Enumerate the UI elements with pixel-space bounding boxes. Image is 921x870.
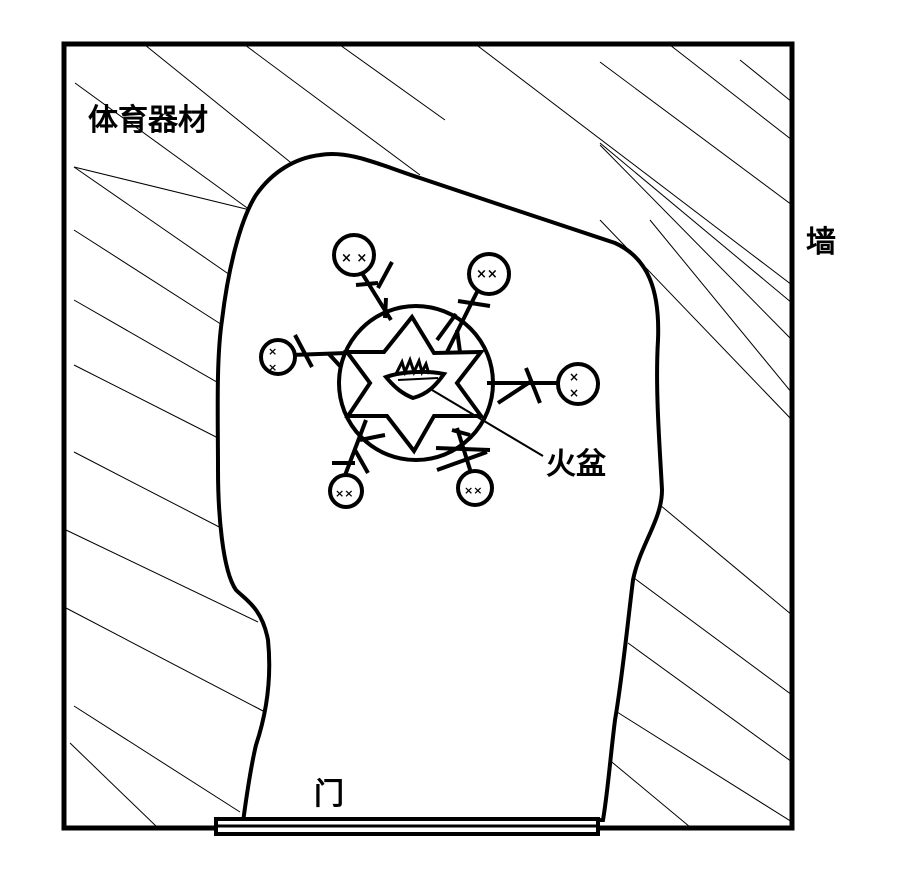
- svg-text:××: ××: [476, 267, 498, 282]
- fallen-figures: × × ×× × × × ×: [259, 233, 600, 509]
- fire-basin-label: 火盆: [546, 447, 606, 482]
- figure-3: × ×: [259, 334, 348, 376]
- wall-hatching: [65, 44, 792, 828]
- figure-4: × ×: [487, 362, 600, 406]
- svg-text:× ×: × ×: [341, 251, 367, 266]
- six-pointed-star: [343, 313, 486, 455]
- sports-equipment-label: 体育器材: [88, 103, 208, 138]
- figure-2: ××: [435, 252, 511, 353]
- svg-text:××: ××: [335, 487, 353, 500]
- svg-text:×: ×: [569, 386, 579, 400]
- fire-basin-icon: [382, 355, 448, 401]
- svg-text:××: ××: [464, 484, 482, 497]
- fire-basin-leader-line: [431, 389, 544, 457]
- wall-label: 墙: [806, 225, 836, 260]
- door-label: 门: [314, 777, 344, 812]
- open-floor-area: [215, 152, 665, 825]
- figure-6: ××: [435, 427, 494, 507]
- figure-1: × ×: [332, 233, 394, 322]
- svg-text:×: ×: [268, 345, 277, 358]
- figure-5: ××: [328, 419, 386, 509]
- svg-text:×: ×: [569, 370, 579, 384]
- door: [214, 817, 600, 836]
- svg-text:×: ×: [268, 361, 277, 374]
